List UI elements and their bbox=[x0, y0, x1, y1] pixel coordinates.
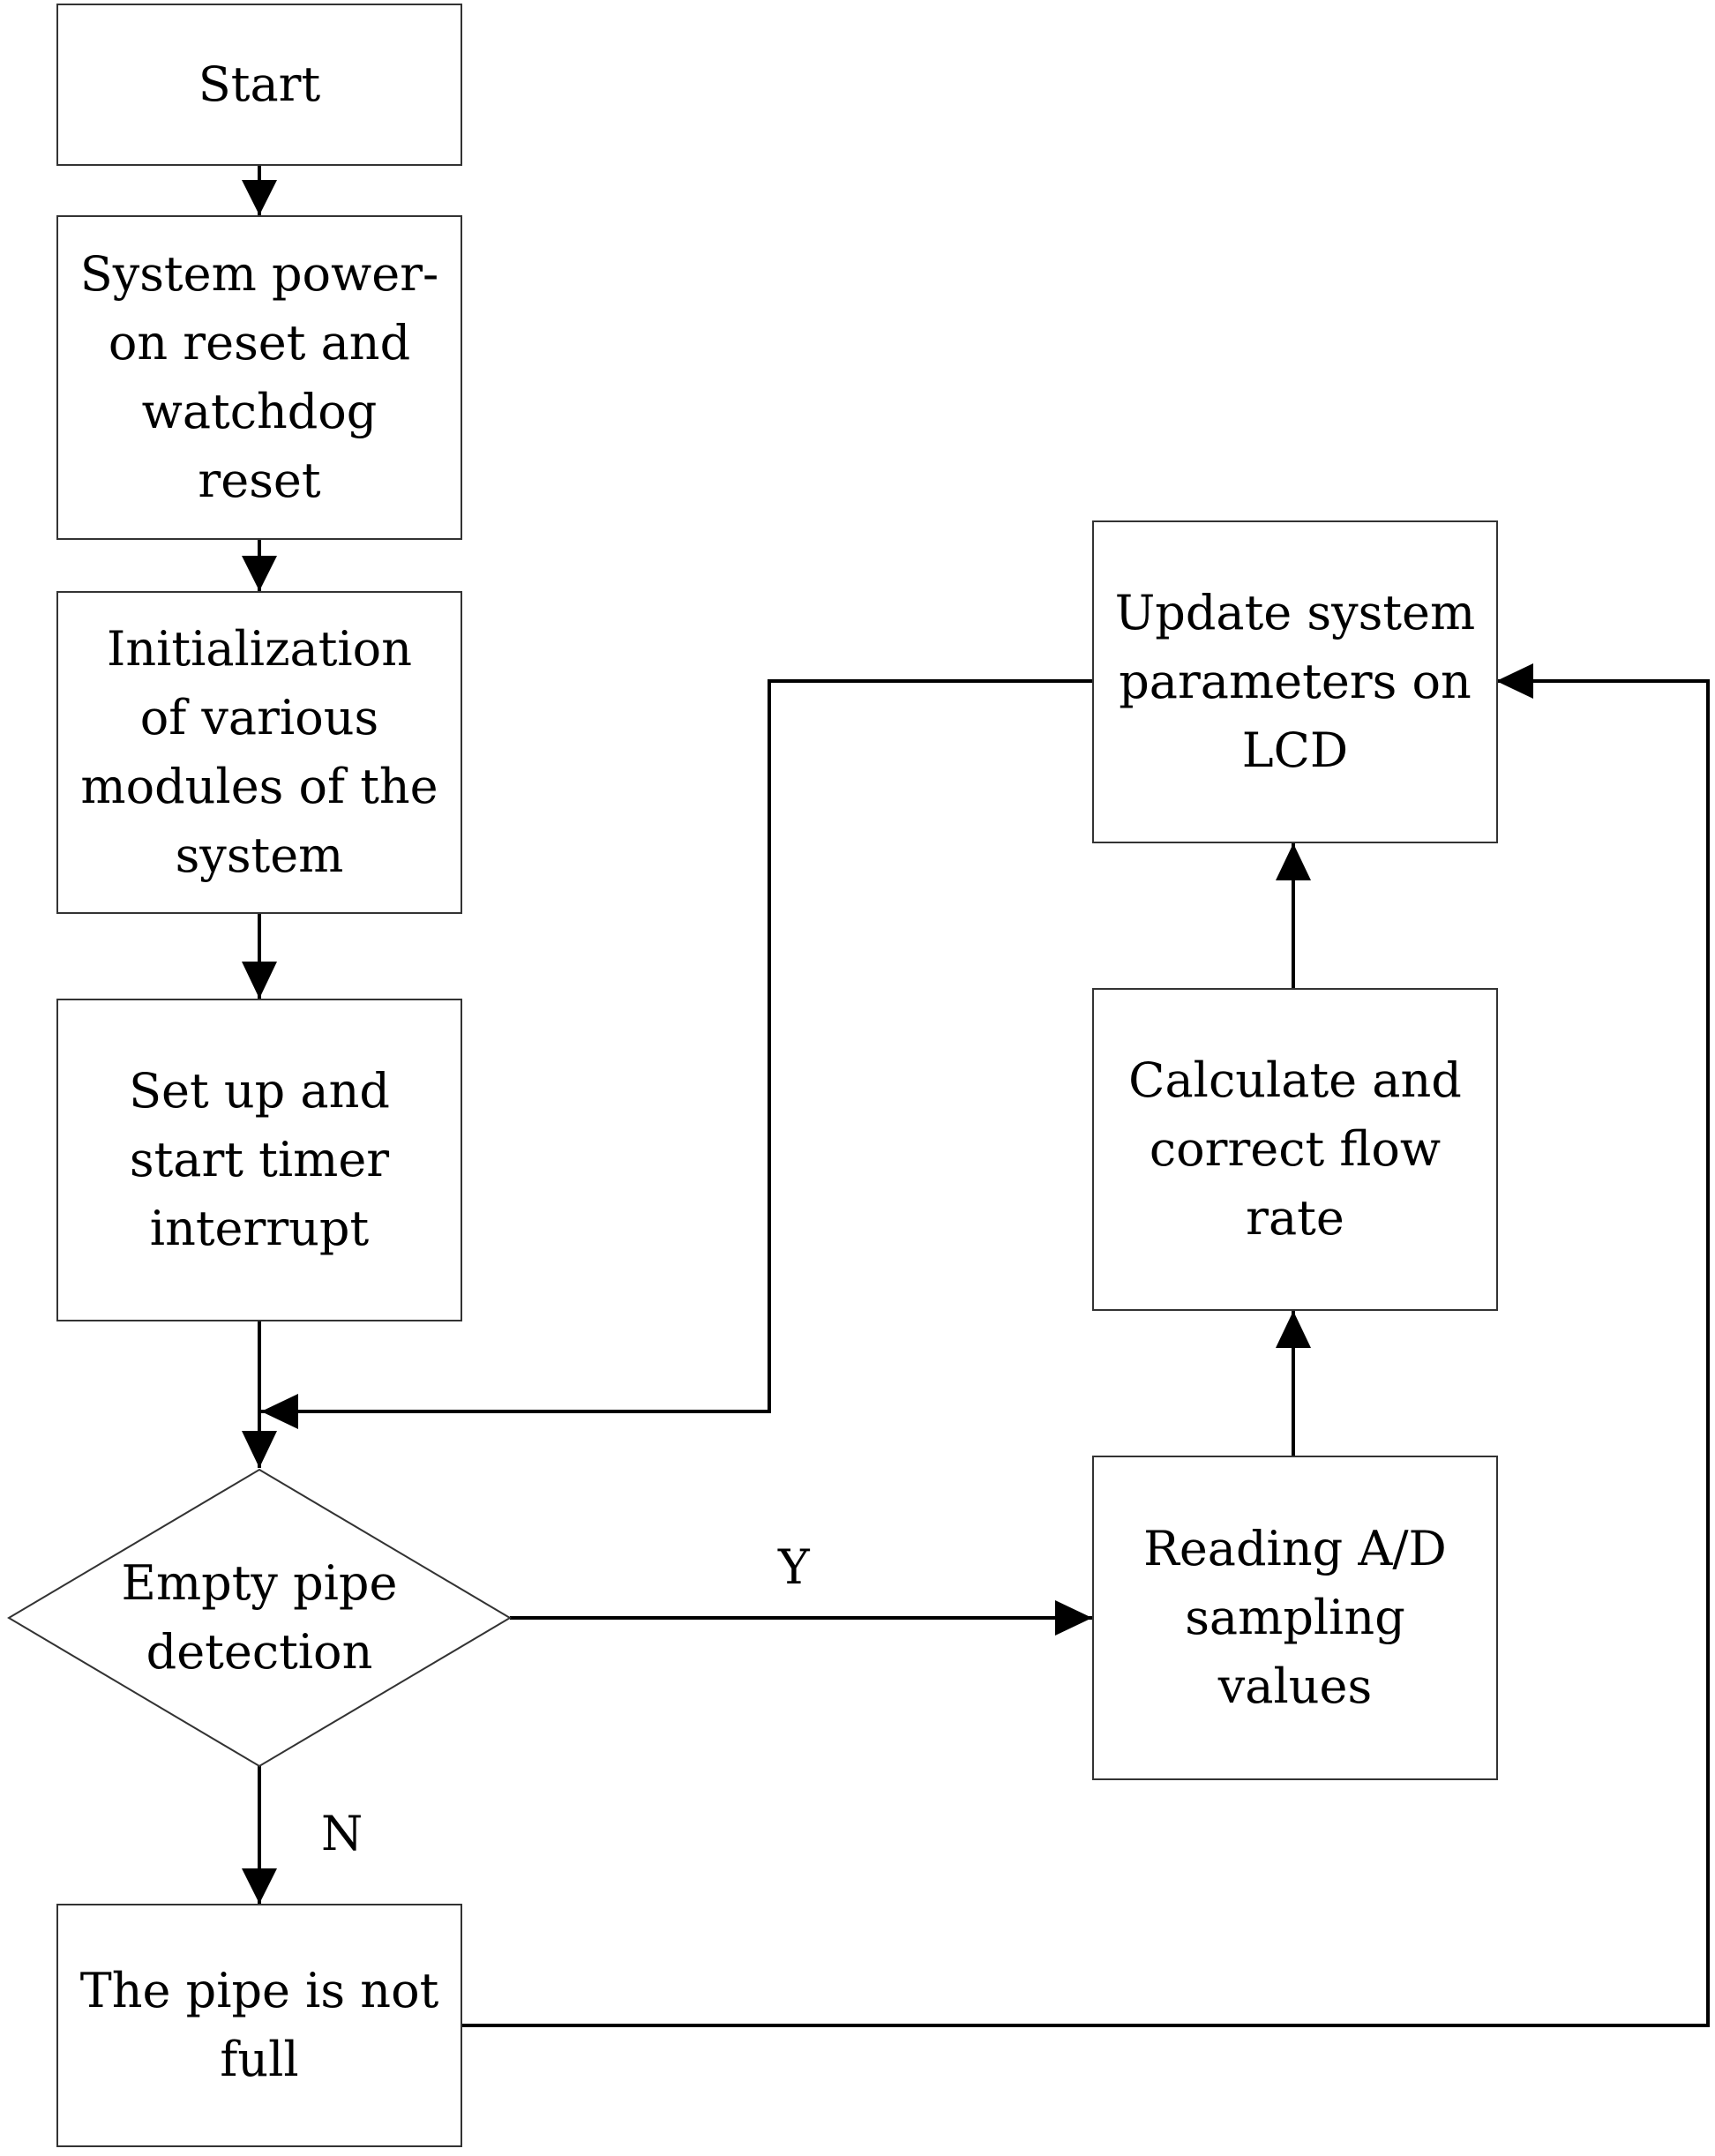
arrowhead-lcd-bottom bbox=[1276, 843, 1311, 880]
arrowhead-reset bbox=[242, 180, 277, 215]
loop-lcd-to-decision bbox=[261, 679, 1092, 1413]
update-lcd-label: Update system parameters on LCD bbox=[1114, 585, 1476, 778]
arrowhead-not-full bbox=[242, 1868, 277, 1904]
timer-setup-label: Set up and start timer interrupt bbox=[129, 1063, 390, 1256]
initialization-box: Initialization of various modules of the… bbox=[56, 591, 462, 914]
loop-not-full-to-lcd bbox=[461, 679, 1710, 2027]
arrowhead-loop-return bbox=[261, 1394, 298, 1429]
calculate-flow-label: Calculate and correct flow rate bbox=[1128, 1052, 1462, 1246]
arrowhead-init bbox=[242, 556, 277, 591]
start-label: Start bbox=[198, 56, 321, 112]
arrowhead-lcd-right bbox=[1496, 663, 1533, 699]
calculate-flow-box: Calculate and correct flow rate bbox=[1092, 988, 1498, 1311]
no-label: N bbox=[321, 1806, 363, 1861]
decision-diamond bbox=[7, 1468, 512, 1768]
power-on-reset-label: System power- on reset and watchdog rese… bbox=[79, 246, 439, 508]
pipe-not-full-box: The pipe is not full bbox=[56, 1904, 462, 2147]
read-ad-box: Reading A/D sampling values bbox=[1092, 1456, 1498, 1780]
arrowhead-timer bbox=[242, 962, 277, 999]
decision-text: Empty pipe detection bbox=[83, 1547, 436, 1688]
read-ad-label: Reading A/D sampling values bbox=[1143, 1521, 1447, 1714]
initialization-label: Initialization of various modules of the… bbox=[80, 621, 438, 883]
power-on-reset-box: System power- on reset and watchdog rese… bbox=[56, 215, 462, 540]
start-box: Start bbox=[56, 4, 462, 166]
update-lcd-box: Update system parameters on LCD bbox=[1092, 520, 1498, 843]
arrowhead-read-ad bbox=[1055, 1600, 1092, 1636]
decision-label: Empty pipe detection bbox=[121, 1555, 398, 1680]
yes-label: Y bbox=[778, 1539, 810, 1595]
arrowhead-calc bbox=[1276, 1311, 1311, 1348]
timer-setup-box: Set up and start timer interrupt bbox=[56, 999, 462, 1321]
pipe-not-full-label: The pipe is not full bbox=[79, 1963, 439, 2087]
arrowhead-decision bbox=[242, 1431, 277, 1468]
